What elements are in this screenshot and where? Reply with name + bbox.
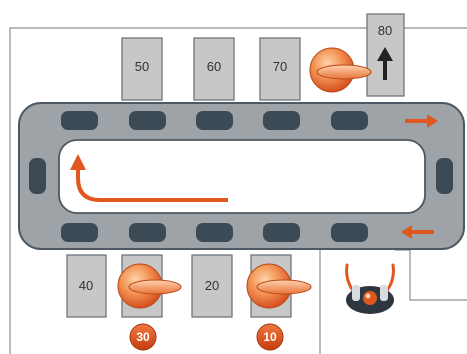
station-label: 20 [205,278,219,293]
u-turn-arrow-icon [70,154,228,202]
station-label: 40 [79,278,93,293]
up-arrow-icon [377,47,393,80]
top-row: 50 60 70 80 [121,13,405,101]
lever-handle-icon[interactable] [246,263,312,309]
bottom-row: 40 20 30 10 [66,254,312,351]
badge-label: 10 [263,330,277,344]
belt-slots-top [61,111,368,130]
station-70[interactable]: 70 [259,37,301,101]
station-50[interactable]: 50 [121,37,163,101]
conveyor-belt [18,102,465,250]
lever-handle-icon[interactable] [309,47,372,93]
station-20[interactable]: 20 [191,254,233,318]
station-label: 70 [273,59,287,74]
station-40[interactable]: 40 [66,254,107,318]
arrow-left-icon [401,225,434,239]
belt-slots-bottom [61,223,368,242]
badge-30: 30 [129,323,157,351]
station-label: 80 [378,23,392,38]
station-80[interactable]: 80 [366,13,405,97]
station-10[interactable] [246,254,312,318]
arrow-right-icon [405,114,438,128]
belt-slots-side [29,158,453,194]
lever-handle-icon[interactable] [117,263,182,309]
station-label: 60 [207,59,221,74]
station-30[interactable] [117,254,182,318]
station-60[interactable]: 60 [193,37,235,101]
person-arms-raised-icon [345,263,395,314]
badge-label: 30 [136,330,150,344]
station-label: 50 [135,59,149,74]
badge-10: 10 [256,323,284,351]
